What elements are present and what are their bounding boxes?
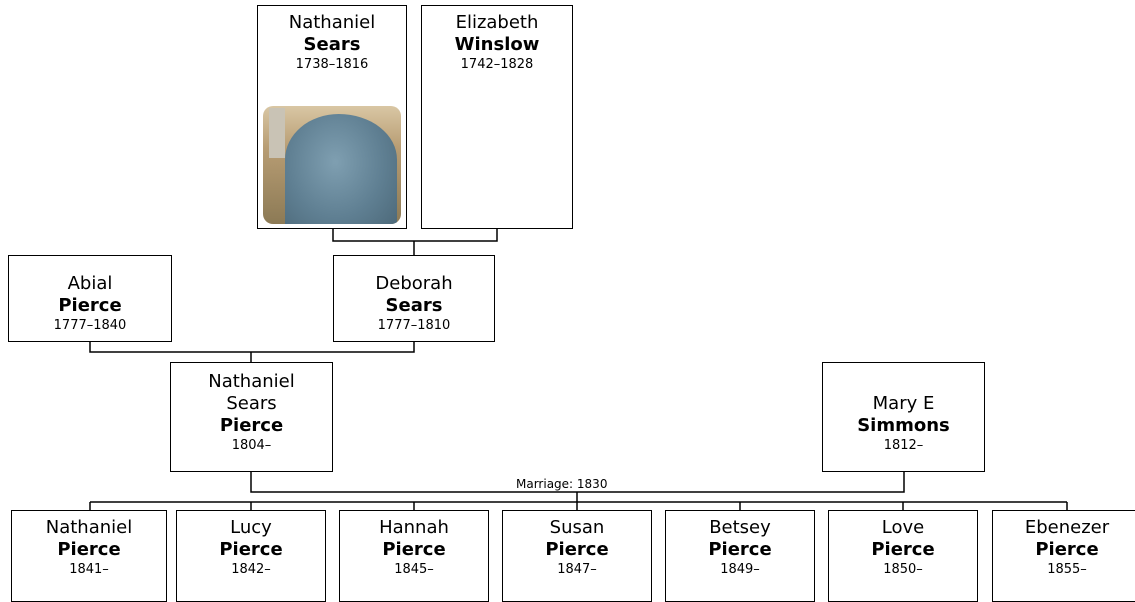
- life-dates: 1742–1828: [460, 57, 534, 72]
- given-name: Nathaniel: [45, 517, 133, 538]
- life-dates: 1812–: [883, 438, 924, 453]
- surname: Pierce: [219, 415, 284, 436]
- surname: Winslow: [454, 34, 540, 55]
- gravestone-photo-icon[interactable]: [263, 106, 401, 224]
- life-dates: 1777–1840: [53, 318, 127, 333]
- surname: Pierce: [545, 539, 609, 560]
- given-name: Lucy: [230, 517, 272, 538]
- surname: Sears: [385, 295, 443, 316]
- surname: Simmons: [857, 415, 950, 436]
- child-card-7[interactable]: Ebenezer Pierce 1855–: [992, 510, 1135, 602]
- connector-sears-winslow: [332, 229, 498, 242]
- given-name: Susan: [549, 517, 605, 538]
- given-name-line-1: Nathaniel: [208, 371, 295, 392]
- life-dates: 1850–: [883, 562, 923, 577]
- child-card-4[interactable]: Susan Pierce 1847–: [502, 510, 652, 602]
- person-abial-pierce[interactable]: Abial Pierce 1777–1840: [8, 255, 172, 342]
- connector-abial-deborah: [89, 342, 415, 353]
- given-name: Nathaniel: [288, 12, 376, 33]
- surname: Pierce: [58, 295, 122, 316]
- given-name: Mary E: [872, 393, 935, 414]
- given-name: Ebenezer: [1024, 517, 1110, 538]
- surname: Pierce: [871, 539, 935, 560]
- child-card-5[interactable]: Betsey Pierce 1849–: [665, 510, 815, 602]
- person-nathaniel-sears-1738[interactable]: Nathaniel Sears 1738–1816: [257, 5, 407, 229]
- child-card-3[interactable]: Hannah Pierce 1845–: [339, 510, 489, 602]
- child-card-2[interactable]: Lucy Pierce 1842–: [176, 510, 326, 602]
- life-dates: 1842–: [231, 562, 271, 577]
- given-name: Elizabeth: [455, 12, 539, 33]
- given-name: Betsey: [709, 517, 771, 538]
- given-name: Hannah: [379, 517, 449, 538]
- surname: Pierce: [219, 539, 283, 560]
- person-deborah-sears[interactable]: Deborah Sears 1777–1810: [333, 255, 495, 342]
- given-name: Abial: [67, 273, 113, 294]
- surname: Pierce: [382, 539, 446, 560]
- life-dates: 1841–: [69, 562, 109, 577]
- given-name: Deborah: [375, 273, 453, 294]
- marriage-label: Marriage: 1830: [516, 477, 608, 491]
- life-dates: 1738–1816: [295, 57, 369, 72]
- life-dates: 1845–: [394, 562, 434, 577]
- surname: Pierce: [1035, 539, 1099, 560]
- surname: Sears: [303, 34, 361, 55]
- person-nathaniel-sears-pierce[interactable]: Nathaniel Sears Pierce 1804–: [170, 362, 333, 472]
- child-card-1[interactable]: Nathaniel Pierce 1841–: [11, 510, 167, 602]
- life-dates: 1777–1810: [377, 318, 451, 333]
- surname: Pierce: [57, 539, 121, 560]
- life-dates: 1855–: [1047, 562, 1087, 577]
- child-card-6[interactable]: Love Pierce 1850–: [828, 510, 978, 602]
- given-name: Love: [881, 517, 925, 538]
- surname: Pierce: [708, 539, 772, 560]
- life-dates: 1804–: [231, 438, 272, 453]
- life-dates: 1849–: [720, 562, 760, 577]
- given-name-line-2: Sears: [226, 393, 277, 414]
- person-mary-e-simmons[interactable]: Mary E Simmons 1812–: [822, 362, 985, 472]
- life-dates: 1847–: [557, 562, 597, 577]
- person-elizabeth-winslow[interactable]: Elizabeth Winslow 1742–1828: [421, 5, 573, 229]
